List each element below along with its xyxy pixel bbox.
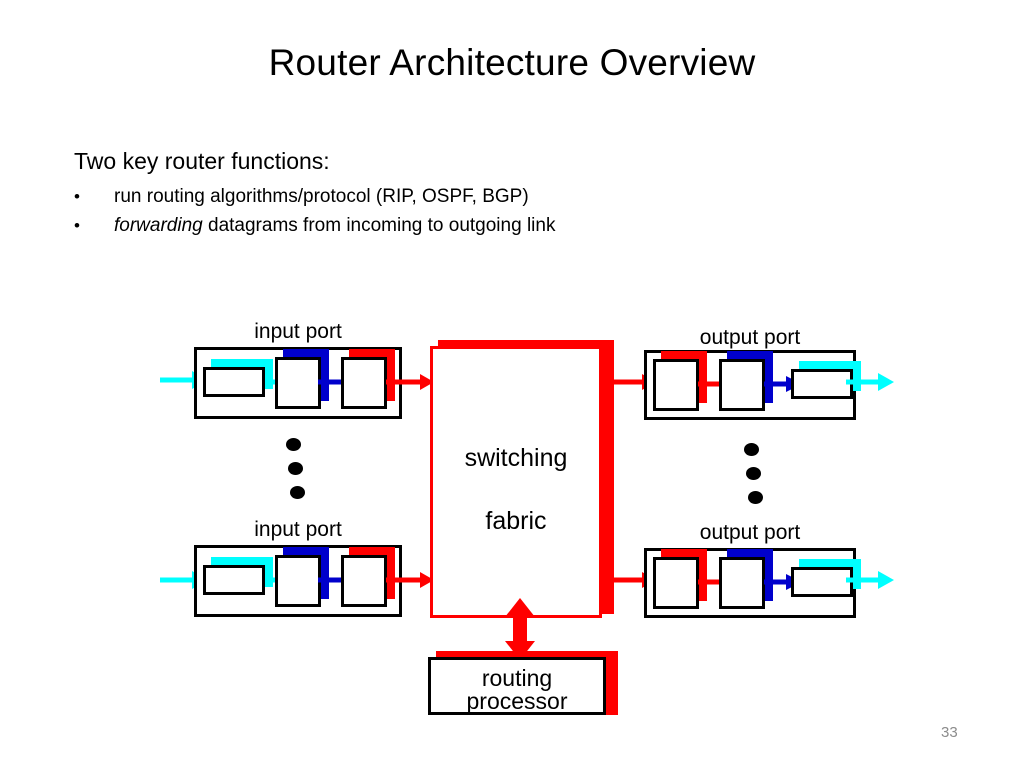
routing-processor-label-line-2: processor xyxy=(466,688,568,714)
arrow-head-up xyxy=(505,598,535,617)
box-face xyxy=(203,565,265,595)
input-ports-ellipsis xyxy=(284,438,308,500)
switching-fabric: switching fabric xyxy=(430,346,602,618)
input-2-to-fabric-arrow xyxy=(386,572,434,588)
box-face xyxy=(275,357,321,409)
box-face xyxy=(653,359,699,411)
routing-processor-label-line-1: routing xyxy=(481,665,553,691)
box-face xyxy=(341,555,387,607)
bullet-text: datagrams from incoming to outgoing link xyxy=(202,215,556,236)
box-face xyxy=(719,359,765,411)
output-2-outgoing-link-arrow xyxy=(846,571,894,589)
bullet-text: run routing algorithms/protocol (RIP, OS… xyxy=(114,186,529,207)
input-1-lookup-box xyxy=(341,349,395,409)
box-face xyxy=(791,567,853,597)
box-face xyxy=(719,557,765,609)
input-port-2-label: input port xyxy=(254,518,342,541)
output-ports-ellipsis xyxy=(742,443,766,505)
output-2-line-termination xyxy=(791,559,861,597)
input-2-lookup-box xyxy=(341,547,395,607)
output-1-outgoing-link-arrow xyxy=(846,373,894,391)
input-port-1-label: input port xyxy=(254,320,342,343)
box-face xyxy=(275,555,321,607)
fabric-label-line-2: fabric xyxy=(485,507,547,535)
box-face xyxy=(203,367,265,397)
box-face xyxy=(341,357,387,409)
lead-text: Two key router functions: xyxy=(74,148,330,174)
page-title: Router Architecture Overview xyxy=(268,42,756,83)
box-face xyxy=(791,369,853,399)
arrow-shaft xyxy=(513,615,527,645)
output-port-1-label: output port xyxy=(699,326,801,349)
input-2-line-termination xyxy=(203,557,273,595)
output-1-queue-box xyxy=(653,351,707,411)
bullet-text-emphasis: forwarding xyxy=(114,215,203,236)
output-1-line-termination xyxy=(791,361,861,399)
routing-processor: routing processor xyxy=(428,657,606,715)
fabric-label-line-1: switching xyxy=(464,444,568,472)
input-1-to-fabric-arrow xyxy=(386,374,434,390)
input-1-line-termination xyxy=(203,359,273,397)
bullet-item-2: • forwarding datagrams from incoming to o… xyxy=(74,215,555,237)
output-port-2-label: output port xyxy=(699,521,801,544)
output-2-queue-box xyxy=(653,549,707,609)
routing-processor-shadow-right xyxy=(606,651,618,715)
input-2-link-layer-box xyxy=(275,547,329,607)
output-1-link-layer-box xyxy=(719,351,773,411)
bullet-marker: • xyxy=(74,187,80,206)
fabric-shadow-right xyxy=(602,340,614,614)
output-2-link-layer-box xyxy=(719,549,773,609)
box-face xyxy=(653,557,699,609)
page-number: 33 xyxy=(941,724,958,741)
bullet-marker: • xyxy=(74,216,80,235)
input-1-link-layer-box xyxy=(275,349,329,409)
bullet-item-1: • run routing algorithms/protocol (RIP, O… xyxy=(74,186,529,208)
